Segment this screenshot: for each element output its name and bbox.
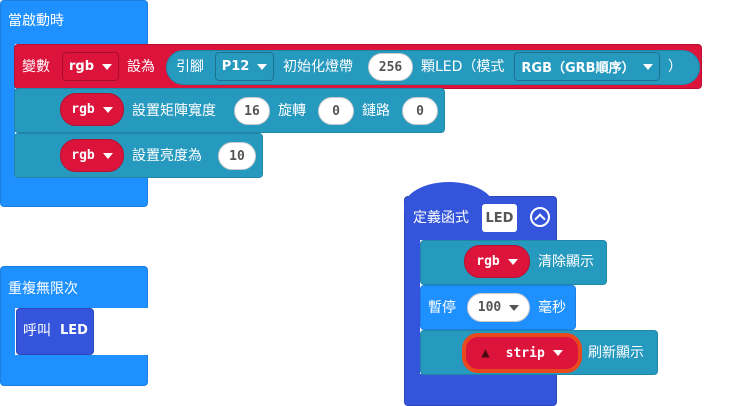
chain-input[interactable]: 0 bbox=[402, 97, 438, 125]
brightness-label: 設置亮度為 bbox=[132, 148, 202, 164]
init-label: 初始化燈帶 bbox=[283, 59, 353, 75]
function-name-field[interactable]: LED bbox=[482, 204, 517, 232]
chevron-down-icon bbox=[507, 258, 518, 265]
matrix-width-label: 設置矩陣寬度 bbox=[132, 103, 216, 119]
chevron-down-icon bbox=[102, 63, 113, 70]
warning-icon: ▲ bbox=[481, 345, 490, 361]
call-function-block[interactable] bbox=[16, 308, 94, 355]
chain-label: 鏈路 bbox=[362, 103, 390, 119]
mode-value: RGB（GRB順序） bbox=[521, 61, 635, 76]
pin-value: P12 bbox=[221, 59, 250, 74]
forever-label: 重複無限次 bbox=[8, 281, 78, 297]
brightness-input[interactable]: 10 bbox=[218, 142, 256, 170]
pause-label: 暫停 bbox=[428, 300, 456, 316]
clear-display-label: 清除顯示 bbox=[538, 254, 594, 270]
chevron-down-icon bbox=[642, 63, 653, 70]
leds-mode-label: 顆LED（模式 bbox=[421, 59, 505, 75]
mode-dropdown[interactable]: RGB（GRB順序） bbox=[514, 52, 660, 81]
neopixel-create-reporter[interactable] bbox=[166, 50, 700, 85]
variable-value: rgb bbox=[71, 102, 95, 117]
variable-value: strip bbox=[505, 345, 545, 361]
variable-value: rgb bbox=[68, 59, 95, 74]
chevron-down-icon bbox=[102, 152, 113, 159]
chevron-down-icon bbox=[552, 350, 563, 356]
function-name: LED bbox=[485, 210, 514, 226]
rgb-variable-pill[interactable]: rgb bbox=[60, 139, 124, 172]
variable-value: rgb bbox=[71, 148, 95, 163]
chevron-down-icon bbox=[257, 63, 268, 70]
show-label: 刷新顯示 bbox=[588, 345, 644, 361]
set-var-label: 變數 bbox=[22, 59, 50, 75]
variable-dropdown[interactable]: rgb bbox=[62, 52, 119, 81]
rotate-label: 旋轉 bbox=[278, 103, 306, 119]
call-function-name: LED bbox=[60, 323, 88, 338]
pause-unit-label: 毫秒 bbox=[538, 300, 566, 316]
pause-value: 100 bbox=[477, 300, 502, 315]
rgb-variable-pill[interactable]: rgb bbox=[60, 93, 124, 126]
collapse-icon[interactable] bbox=[530, 207, 550, 227]
pin-dropdown[interactable]: P12 bbox=[215, 52, 274, 81]
close-paren-label: ） bbox=[668, 59, 682, 75]
chevron-down-icon bbox=[102, 106, 113, 113]
on-start-label: 當啟動時 bbox=[8, 13, 64, 29]
variable-value: rgb bbox=[476, 254, 500, 269]
chevron-down-icon bbox=[509, 304, 520, 311]
width-input[interactable]: 16 bbox=[234, 97, 270, 125]
pause-duration-dropdown[interactable]: 100 bbox=[467, 293, 530, 322]
call-label: 呼叫 bbox=[23, 323, 51, 339]
rotate-input[interactable]: 0 bbox=[318, 97, 354, 125]
function-def-label: 定義函式 bbox=[413, 210, 469, 226]
set-to-label: 設為 bbox=[127, 59, 155, 75]
rgb-variable-pill[interactable]: rgb bbox=[464, 245, 530, 278]
pin-label: 引腳 bbox=[176, 59, 204, 75]
strip-variable-pill[interactable]: ▲ strip bbox=[462, 333, 582, 373]
led-count-input[interactable]: 256 bbox=[368, 53, 413, 81]
